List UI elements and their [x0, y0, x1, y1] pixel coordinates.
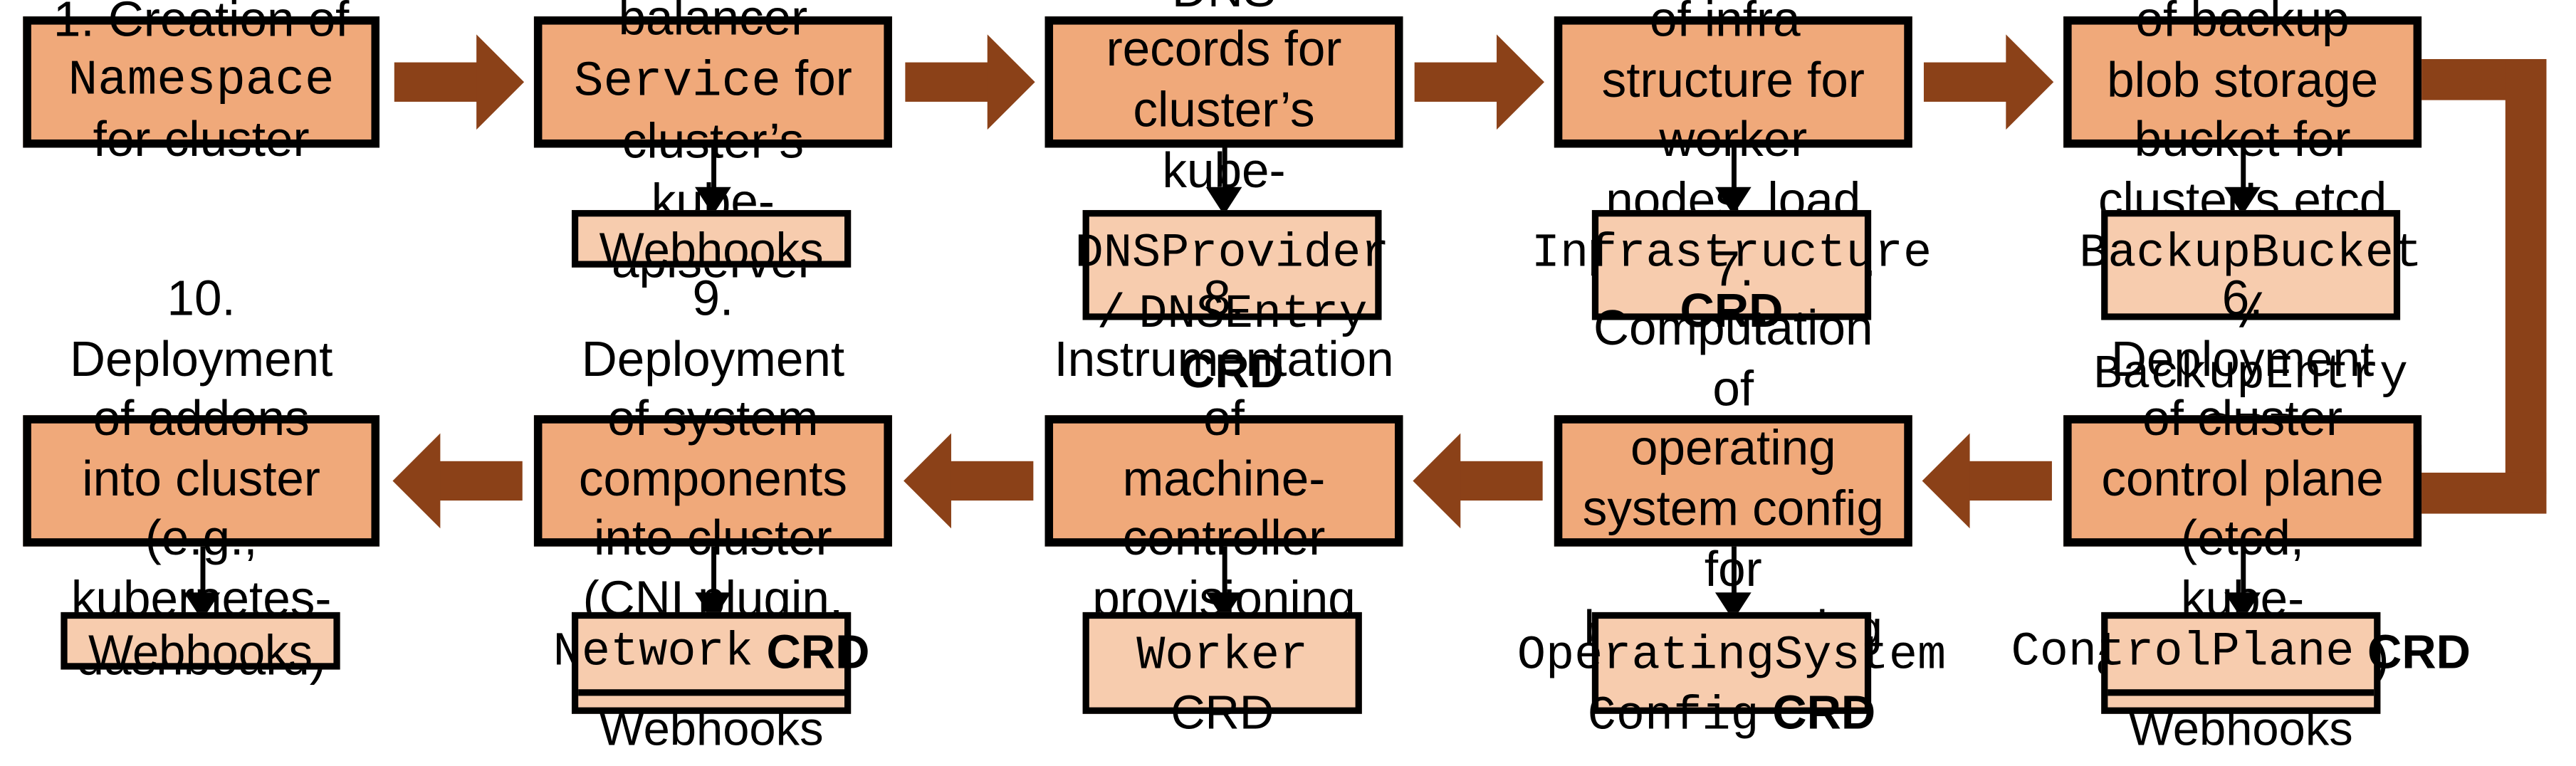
- step-box-3[interactable]: 3. Creation of DNS records for cluster’s…: [1044, 0, 1403, 258]
- step-7-line-1: 7. Computation of: [1593, 242, 1873, 417]
- artifact-box-network-crd[interactable]: Network CRD Webhooks: [553, 612, 870, 756]
- step-box-8[interactable]: 8. Instrumentation of machine-controller…: [1044, 273, 1403, 687]
- step-8-line-1: 8. Instrumentation of: [1054, 272, 1394, 447]
- step-3-line-1: 3. Creation of DNS: [1069, 0, 1378, 22]
- connector-step5-to-crd: [2241, 147, 2246, 202]
- step-box-6[interactable]: 6. Deployment of cluster control plane (…: [2063, 273, 2422, 687]
- artifact-cell-infrastructure-crd: Infrastructure CRD: [1532, 216, 1932, 347]
- artifact-cell-webhooks-9: Webhooks: [578, 688, 845, 766]
- artifact-cell-controlplane-crd: ControlPlane CRD: [2011, 619, 2471, 689]
- flow-arrow-3-to-4: [1414, 34, 1544, 130]
- connector-step7-to-crd: [1731, 546, 1737, 606]
- step-4-line-1: 4. Preparation of infra-: [1649, 0, 1817, 48]
- flow-arrow-8-to-9: [904, 433, 1034, 529]
- step-box-1[interactable]: 1. Creation of Namespace for cluster: [23, 0, 380, 168]
- artifact-worker-crd-label: CRD: [1171, 687, 1274, 740]
- step-box-2[interactable]: 2. Creation of load balancer Service for…: [533, 0, 892, 290]
- step-2-line-2: balancer Service for: [559, 0, 868, 114]
- artifact-cell-webhooks: Webhooks: [599, 224, 824, 278]
- artifact-backup-entry: BackupEntry: [2093, 347, 2408, 402]
- artifact-cell-dns-crd: DNSProvider / DNSEntry CRD: [1075, 216, 1390, 407]
- step-box-5[interactable]: 5. Preparation of backup blob storage bu…: [2063, 0, 2422, 288]
- artifact-infra-line-1: Infrastructure: [1531, 226, 1932, 281]
- artifact-box-webhooks-10[interactable]: Webhooks: [61, 612, 340, 679]
- connector-step3-to-crd: [1222, 147, 1227, 202]
- flow-arrow-1-to-2: [394, 34, 525, 130]
- flow-arrow-4-to-5: [1923, 34, 2054, 130]
- artifact-box-dns-crd[interactable]: DNSProvider / DNSEntry CRD: [1075, 210, 1389, 398]
- step-10-line-1: 10. Deployment of addons: [69, 272, 333, 447]
- artifact-infra-crd-label: CRD: [1680, 285, 1784, 338]
- artifact-backup-line-1: BackupBucket /: [2079, 226, 2423, 342]
- flow-diagram-canvas: 1. Creation of Namespace for cluster 2. …: [23, 0, 2547, 756]
- connector-step4-to-crd: [1731, 147, 1737, 202]
- flow-arrow-2-to-3: [905, 34, 1035, 130]
- artifact-box-osc-crd[interactable]: OperatingSystem Config CRD: [1517, 612, 1946, 743]
- step-1-line-1: 1. Creation of: [53, 0, 350, 48]
- artifact-cell-worker-crd: Worker CRD: [1089, 619, 1356, 749]
- connector-step10-to-webhooks: [200, 546, 206, 606]
- artifact-controlplane-crd-label: CRD: [2367, 626, 2471, 680]
- step-4-line-2: structure for worker: [1601, 53, 1865, 168]
- connector-step9-to-crd: [711, 546, 717, 606]
- artifact-box-webhooks-2[interactable]: Webhooks: [571, 210, 852, 278]
- step-9-line-2: components into cluster: [578, 452, 847, 567]
- artifact-osc-line-2: Config CRD: [1587, 687, 1876, 743]
- connector-step6-to-crd: [2241, 546, 2246, 606]
- artifact-cell-network-crd: Network CRD: [553, 619, 870, 689]
- step-7-line-2: operating system config: [1582, 422, 1884, 537]
- step-5-line-2: blob storage bucket for: [2107, 53, 2379, 168]
- step-2-line-2-a: balancer: [618, 0, 808, 46]
- flow-arrow-9-to-10: [392, 433, 523, 529]
- artifact-controlplane-name: ControlPlane: [2011, 625, 2355, 680]
- artifact-dns-line-1: DNSProvider /: [1074, 226, 1390, 342]
- artifact-box-worker-crd[interactable]: Worker CRD: [1082, 612, 1362, 740]
- step-box-4[interactable]: 4. Preparation of infra- structure for w…: [1554, 0, 1912, 288]
- step-box-7[interactable]: 7. Computation of operating system confi…: [1554, 242, 1912, 717]
- artifact-cell-webhooks-10: Webhooks: [88, 626, 313, 680]
- step-5-line-1: 5. Preparation of backup: [2135, 0, 2350, 48]
- artifact-cell-osc-crd: OperatingSystem Config CRD: [1517, 619, 1946, 752]
- artifact-network-crd-label: CRD: [766, 626, 870, 680]
- artifact-box-backup-crd[interactable]: BackupBucket / BackupEntry CRD: [2079, 210, 2422, 458]
- artifact-network-name: Network: [553, 625, 753, 680]
- connector-step2-to-webhooks: [711, 147, 717, 202]
- artifact-dns-crd-label: CRD: [1180, 345, 1284, 399]
- step-1-line-3: for cluster: [93, 113, 310, 168]
- artifact-osc-crd-label: CRD: [1772, 687, 1876, 740]
- artifact-box-infrastructure-crd[interactable]: Infrastructure CRD: [1532, 210, 1932, 337]
- artifact-box-controlplane-crd[interactable]: ControlPlane CRD Webhooks: [2011, 612, 2471, 756]
- step-box-9[interactable]: 9. Deployment of system components into …: [533, 273, 892, 687]
- step-3-line-2: records for cluster’s: [1106, 23, 1342, 138]
- artifact-worker-name: Worker: [1136, 628, 1309, 683]
- artifact-osc-config: Config: [1587, 688, 1759, 743]
- artifact-dns-entry: DNSEntry: [1138, 286, 1368, 342]
- step-2-line-2-c: for: [780, 52, 852, 107]
- flow-arrow-7-to-8: [1413, 433, 1543, 529]
- artifact-cell-webhooks-6: Webhooks: [2108, 688, 2375, 766]
- step-6-line-2: control plane (etcd,: [2101, 452, 2384, 567]
- step-1-line-2: Namespace: [68, 53, 335, 110]
- artifact-osc-line-1: OperatingSystem: [1517, 628, 1947, 683]
- step-9-line-1: 9. Deployment of system: [581, 272, 845, 447]
- step-6-line-1: 6. Deployment of cluster: [2110, 272, 2375, 447]
- step-2-line-2-service: Service: [573, 55, 781, 112]
- artifact-dns-line-2: DNSEntry CRD: [1138, 285, 1368, 399]
- step-box-10[interactable]: 10. Deployment of addons into cluster (e…: [23, 273, 380, 687]
- flow-arrow-6-to-7: [1922, 433, 2052, 529]
- connector-step8-to-crd: [1222, 546, 1227, 606]
